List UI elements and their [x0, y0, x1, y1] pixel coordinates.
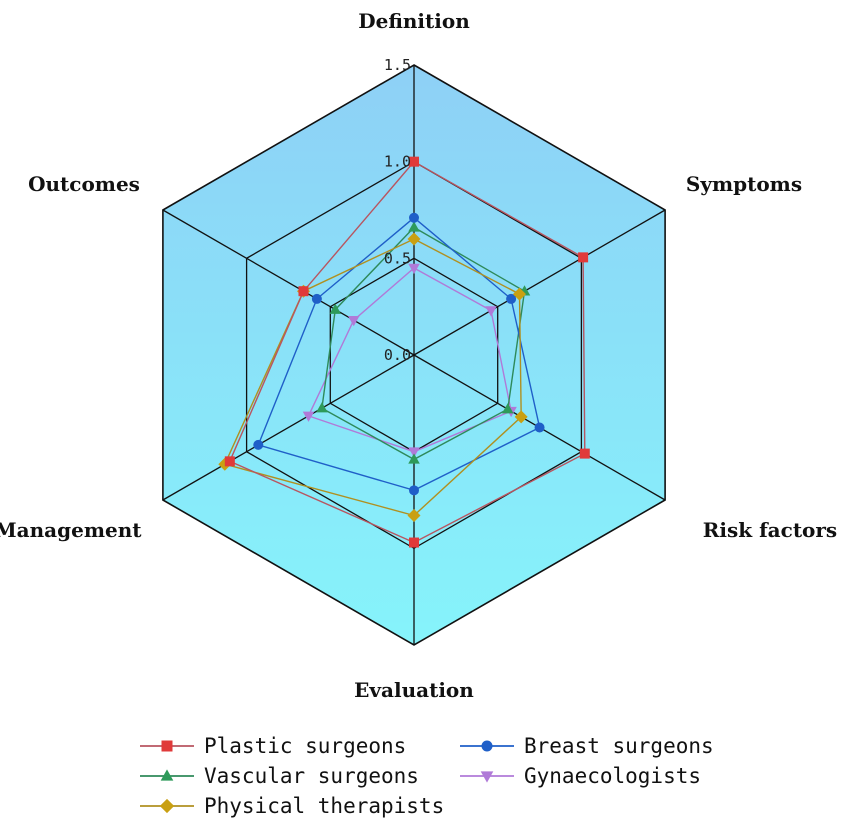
axis-label-management: Management — [0, 518, 142, 542]
marker-gynaecologists-outcomes — [347, 315, 360, 327]
tick-label-1: 0.5 — [384, 249, 411, 267]
marker-breast-surgeons-outcomes — [311, 293, 322, 304]
legend-marker-vascular-surgeons — [160, 769, 174, 781]
legend-swatch-plastic-surgeons — [140, 740, 194, 752]
marker-vascular-surgeons-management — [316, 402, 328, 413]
axis-line-symptoms — [413, 209, 666, 356]
legend-item-plastic-surgeons[interactable]: Plastic surgeons — [140, 734, 406, 758]
axis-line-outcomes — [162, 209, 415, 356]
legend-swatch-breast-surgeons — [460, 740, 514, 752]
radial-tick-labels: 0.0 0.5 1.0 1.5 — [384, 56, 411, 364]
legend-item-gynaecologists[interactable]: Gynaecologists — [460, 764, 701, 788]
tick-label-3: 1.5 — [384, 56, 411, 74]
axis-label-evaluation: Evaluation — [354, 678, 474, 702]
marker-vascular-surgeons-evaluation — [408, 453, 420, 464]
legend-marker-physical-therapists — [159, 798, 175, 814]
legend-swatch-vascular-surgeons — [140, 769, 194, 781]
axis-line-management — [162, 354, 415, 501]
marker-gynaecologists-management — [302, 411, 315, 422]
marker-gynaecologists-symptoms — [485, 306, 497, 317]
marker-plastic-surgeons-outcomes — [298, 286, 309, 297]
marker-vascular-surgeons-risk-factors — [502, 403, 514, 414]
axis-label-definition: Definition — [358, 9, 470, 33]
legend-swatch-physical-therapists — [140, 798, 194, 814]
legend-label-plastic-surgeons: Plastic surgeons — [204, 734, 406, 758]
radar-grid — [162, 64, 666, 646]
legend-item-physical-therapists[interactable]: Physical therapists — [140, 794, 444, 818]
marker-breast-surgeons-risk-factors — [534, 422, 545, 433]
legend-swatch-gynaecologists — [460, 771, 514, 783]
axis-labels: Definition Symptoms Risk factors Evaluat… — [0, 9, 837, 702]
tick-label-0: 0.0 — [384, 346, 411, 364]
series-plastic-surgeons — [224, 156, 590, 548]
marker-physical-therapists-risk-factors — [514, 410, 528, 424]
marker-physical-therapists-evaluation — [407, 508, 421, 522]
series-breast-surgeons — [253, 212, 545, 496]
legend-label-gynaecologists: Gynaecologists — [524, 764, 701, 788]
legend-marker-breast-surgeons — [481, 740, 493, 752]
radar-series — [218, 156, 590, 548]
legend-marker-gynaecologists — [480, 771, 494, 783]
marker-plastic-surgeons-definition — [409, 156, 419, 167]
marker-breast-surgeons-evaluation — [409, 485, 419, 496]
marker-plastic-surgeons-risk-factors — [579, 448, 590, 459]
legend-label-breast-surgeons: Breast surgeons — [524, 734, 714, 758]
marker-breast-surgeons-management — [253, 439, 264, 450]
marker-plastic-surgeons-management — [224, 456, 235, 467]
marker-plastic-surgeons-symptoms — [578, 252, 589, 263]
marker-vascular-surgeons-outcomes — [329, 303, 342, 314]
legend-label-physical-therapists: Physical therapists — [204, 794, 444, 818]
legend: Plastic surgeons Breast surgeons Vascula… — [140, 734, 714, 818]
axis-label-symptoms: Symptoms — [686, 172, 802, 196]
marker-physical-therapists-symptoms — [512, 287, 526, 301]
legend-item-breast-surgeons[interactable]: Breast surgeons — [460, 734, 714, 758]
marker-gynaecologists-definition — [408, 263, 420, 274]
marker-breast-surgeons-symptoms — [506, 293, 517, 304]
legend-marker-plastic-surgeons — [161, 740, 173, 752]
axis-label-risk-factors: Risk factors — [703, 518, 837, 542]
marker-gynaecologists-evaluation — [408, 447, 420, 458]
marker-breast-surgeons-definition — [409, 212, 419, 223]
axis-label-outcomes: Outcomes — [28, 172, 140, 196]
legend-item-vascular-surgeons[interactable]: Vascular surgeons — [140, 764, 419, 788]
marker-plastic-surgeons-evaluation — [409, 537, 419, 548]
marker-vascular-surgeons-definition — [408, 221, 420, 232]
legend-label-vascular-surgeons: Vascular surgeons — [204, 764, 419, 788]
marker-physical-therapists-definition — [407, 232, 421, 246]
tick-label-2: 1.0 — [384, 153, 411, 171]
